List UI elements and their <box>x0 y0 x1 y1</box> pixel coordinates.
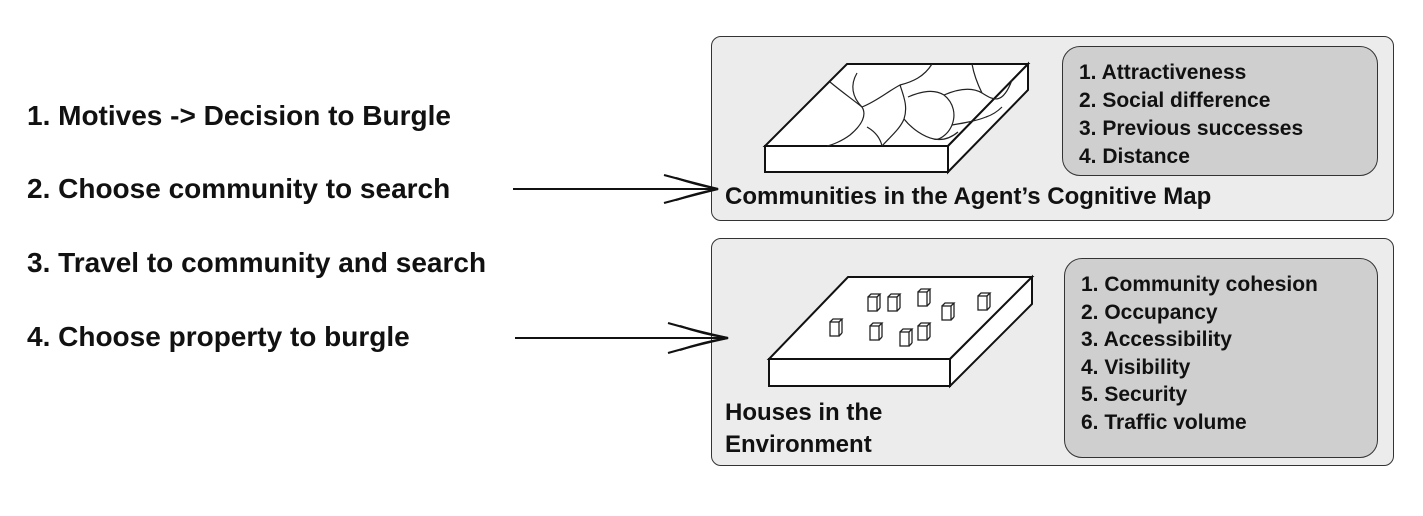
community-factor-item: 1. Attractiveness <box>1079 61 1247 84</box>
step-choose-property: 4. Choose property to burgle <box>27 321 410 352</box>
house-factor-item: 3. Accessibility <box>1081 328 1232 351</box>
community-factors-box: 1. Attractiveness 2. Social difference 3… <box>1062 46 1378 176</box>
step-motives: 1. Motives -> Decision to Burgle <box>27 100 451 131</box>
house-factors-box: 1. Community cohesion 2. Occupancy 3. Ac… <box>1064 258 1378 458</box>
step-travel-search: 3. Travel to community and search <box>27 247 487 278</box>
arrow-to-communities <box>513 174 719 204</box>
houses-panel: 1. Community cohesion 2. Occupancy 3. Ac… <box>711 238 1394 466</box>
houses-environment-slab-icon <box>766 274 1035 389</box>
house-factor-item: 5. Security <box>1081 383 1188 406</box>
houses-caption: Houses in the Environment <box>725 399 883 458</box>
house-factor-item: 1. Community cohesion <box>1081 273 1318 296</box>
community-map-slab-icon <box>762 61 1031 175</box>
community-factor-item: 3. Previous successes <box>1079 117 1304 140</box>
house-factor-item: 2. Occupancy <box>1081 300 1218 324</box>
community-factor-item: 4. Distance <box>1079 145 1190 168</box>
community-factor-item: 2. Social difference <box>1079 89 1271 112</box>
step-choose-community: 2. Choose community to search <box>27 173 451 204</box>
house-factor-item: 4. Visibility <box>1081 355 1191 379</box>
arrow-to-houses <box>515 322 729 354</box>
communities-caption: Communities in the Agent’s Cognitive Map <box>725 183 1212 210</box>
communities-panel: 1. Attractiveness 2. Social difference 3… <box>711 36 1394 221</box>
house-factor-item: 6. Traffic volume <box>1081 410 1247 434</box>
